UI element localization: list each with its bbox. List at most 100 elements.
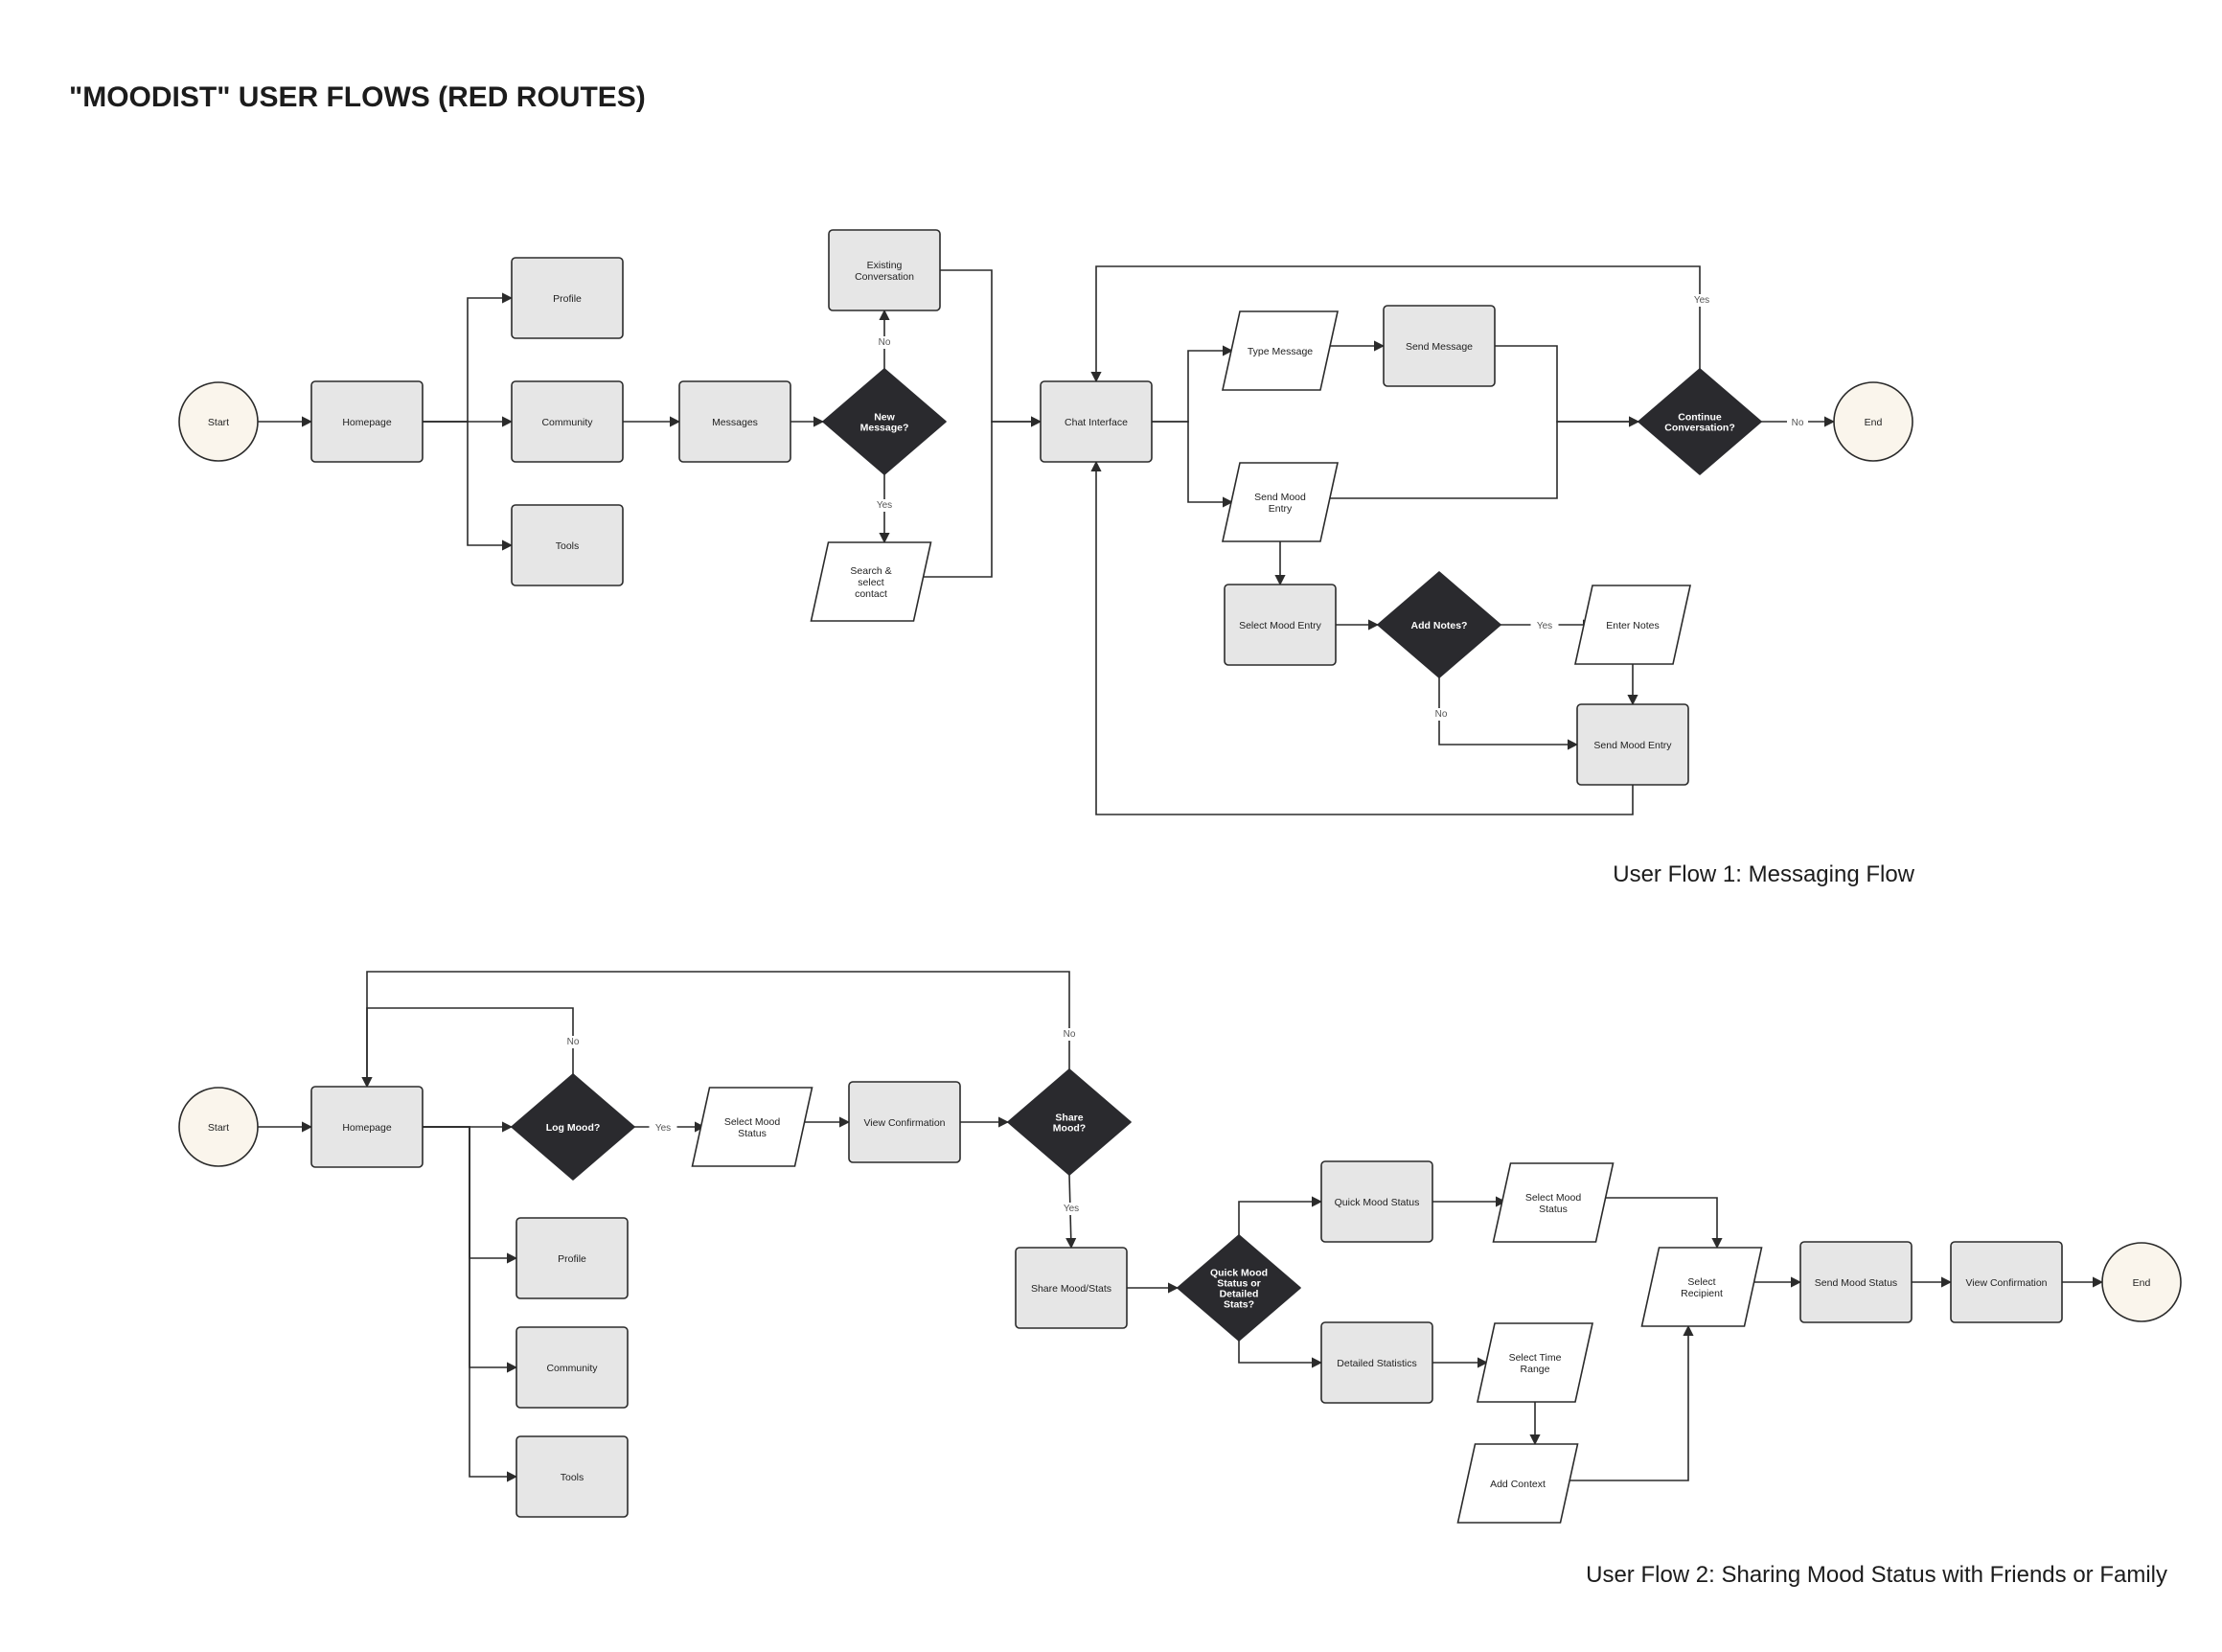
node-label: End (1865, 417, 1883, 428)
process-box (310, 380, 424, 463)
node-label: Add Context (1490, 1479, 1546, 1490)
node-process-send-message[interactable]: Send Message (1383, 305, 1496, 387)
node-process-tools[interactable]: Tools (515, 1435, 629, 1518)
node-label: Tools (556, 540, 580, 552)
decision-diamond (1377, 571, 1501, 678)
terminal-circle (1833, 381, 1913, 462)
edge-f1-send-to-f1-continue (1495, 345, 1640, 427)
process-box (1576, 703, 1689, 786)
edge-label: Yes (877, 500, 892, 511)
node-label: Log Mood? (546, 1122, 601, 1134)
edge-label-bg (1787, 417, 1808, 429)
node-label: Community (546, 1363, 598, 1374)
node-decision-log-mood[interactable]: Log Mood? (511, 1073, 635, 1181)
io-parallelogram (1574, 585, 1691, 665)
node-label: Select Mood Entry (1239, 620, 1322, 631)
node-process-chat-interface[interactable]: Chat Interface (1040, 380, 1153, 463)
node-label: Homepage (342, 1122, 392, 1134)
process-box (1015, 1247, 1128, 1329)
process-box (511, 380, 624, 463)
edge-f2-quickordetailed-to-f2-detailed (1238, 1341, 1323, 1368)
node-process-community[interactable]: Community (511, 380, 624, 463)
node-process-select-mood-entry[interactable]: Select Mood Entry (1224, 584, 1337, 666)
node-terminal-start[interactable]: Start (178, 381, 259, 462)
process-box (515, 1435, 629, 1518)
edge-f1-sendmoodentry-to-f1-chat (1090, 460, 1634, 815)
edge-label-bg (1059, 1028, 1080, 1041)
node-process-profile[interactable]: Profile (515, 1217, 629, 1299)
node-label: Messages (712, 417, 758, 428)
node-process-homepage[interactable]: Homepage (310, 380, 424, 463)
process-box (848, 1081, 961, 1163)
node-process-send-mood-entry[interactable]: Send Mood Entry (1576, 703, 1689, 786)
edge-label: No (1792, 418, 1804, 428)
edge-f1-search-to-f1-chat (912, 416, 1042, 578)
node-process-send-mood-status[interactable]: Send Mood Status (1799, 1241, 1913, 1323)
node-terminal-end[interactable]: End (2101, 1242, 2182, 1322)
edge-label: Yes (655, 1123, 671, 1134)
node-io-type-message[interactable]: Type Message (1222, 310, 1339, 391)
edge-f2-quickordetailed-to-f2-quickmood (1238, 1196, 1323, 1235)
node-label: Send Message (1406, 341, 1473, 353)
node-process-community[interactable]: Community (515, 1326, 629, 1409)
edge-f1-addnotes-to-f1-sendmoodentry (1438, 677, 1579, 750)
node-process-view-confirmation[interactable]: View Confirmation (848, 1081, 961, 1163)
edge-f2-sharemood-to-f2-home (361, 971, 1070, 1089)
node-process-tools[interactable]: Tools (511, 504, 624, 586)
node-process-quick-mood-status[interactable]: Quick Mood Status (1320, 1160, 1433, 1243)
node-label: Chat Interface (1065, 417, 1128, 428)
decision-diamond (1638, 368, 1762, 475)
io-parallelogram (810, 541, 932, 622)
node-process-detailed-statistics[interactable]: Detailed Statistics (1320, 1321, 1433, 1404)
process-box (1320, 1321, 1433, 1404)
node-decision-add-notes[interactable]: Add Notes? (1377, 571, 1501, 678)
process-box (1950, 1241, 2063, 1323)
process-box (1320, 1160, 1433, 1243)
node-label: Share Mood/Stats (1031, 1283, 1111, 1295)
edge-f1-home-to-f1-profile (423, 292, 514, 423)
edge-f2-selectmoodstatus2-to-f2-recipient (1600, 1197, 1723, 1250)
io-parallelogram (1456, 1443, 1579, 1524)
flow1-caption: User Flow 1: Messaging Flow (1613, 861, 1914, 887)
node-label: End (2133, 1277, 2151, 1289)
node-process-view-confirmation[interactable]: View Confirmation (1950, 1241, 2063, 1323)
decision-diamond (822, 368, 947, 475)
edge-label: Yes (1537, 621, 1552, 631)
edge-label-bg (1057, 1203, 1086, 1215)
node-label: Community (541, 417, 593, 428)
node-process-homepage[interactable]: Homepage (310, 1086, 424, 1168)
node-label: Start (208, 1122, 229, 1134)
node-label: Enter Notes (1606, 620, 1659, 631)
node-io-add-context[interactable]: Add Context (1456, 1443, 1579, 1524)
edge-label: No (1435, 709, 1448, 720)
edge-f2-home-to-f2-tools (423, 1126, 518, 1482)
node-terminal-start[interactable]: Start (178, 1087, 259, 1167)
edge-label-bg (1431, 708, 1452, 721)
node-process-profile[interactable]: Profile (511, 257, 624, 339)
node-process-messages[interactable]: Messages (678, 380, 791, 463)
terminal-circle (2101, 1242, 2182, 1322)
edge-label: No (879, 337, 891, 348)
decision-diamond (1177, 1234, 1301, 1342)
io-parallelogram (1492, 1162, 1615, 1243)
node-label: Start (208, 417, 229, 428)
node-io-enter-notes[interactable]: Enter Notes (1574, 585, 1691, 665)
node-process-share-mood-stats[interactable]: Share Mood/Stats (1015, 1247, 1128, 1329)
node-terminal-end[interactable]: End (1833, 381, 1913, 462)
edge-label-bg (649, 1122, 677, 1135)
